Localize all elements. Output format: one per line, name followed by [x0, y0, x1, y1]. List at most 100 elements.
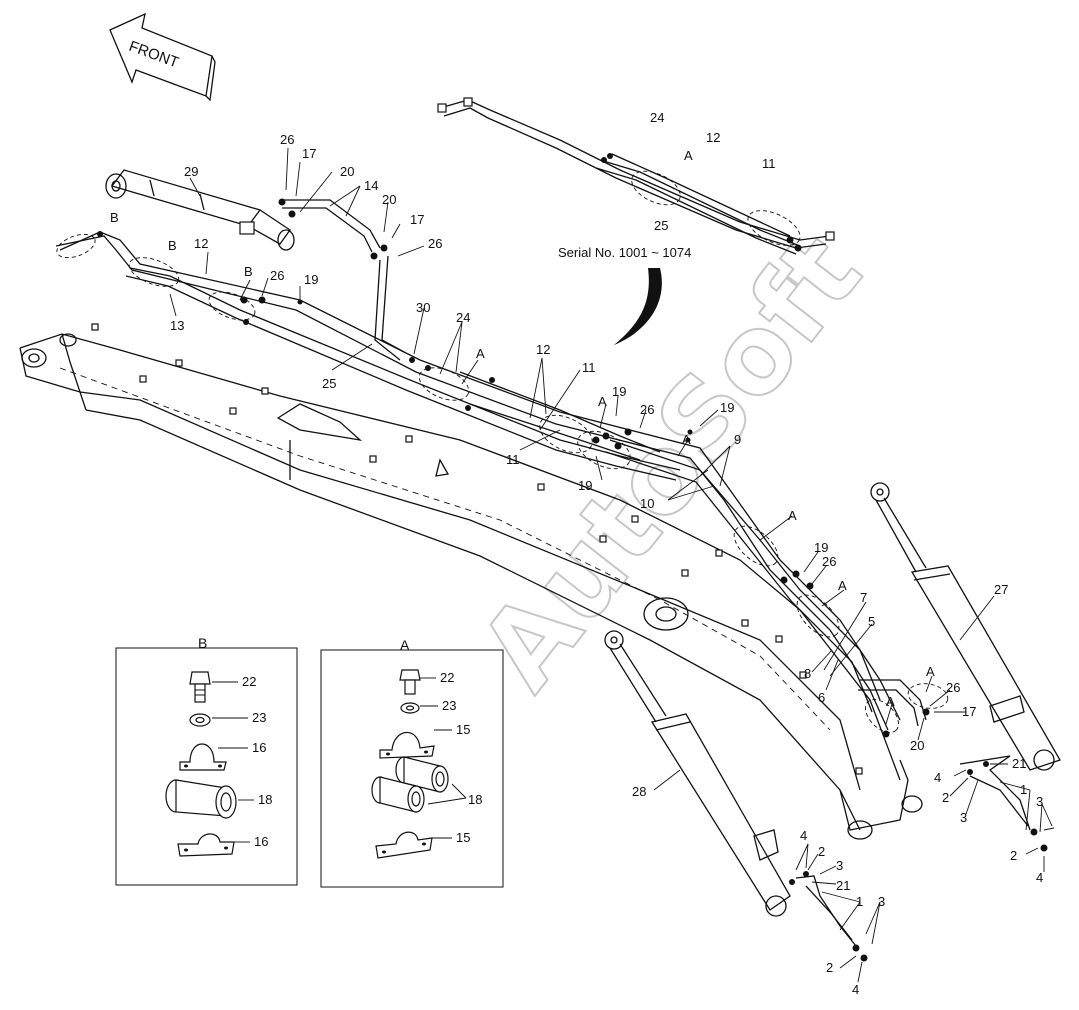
callout-label: B: [168, 238, 177, 253]
callout-label: 3: [960, 810, 967, 825]
detail-b-title: B: [198, 635, 207, 651]
callout-label: 29: [184, 164, 198, 179]
callout-label: 26: [946, 680, 960, 695]
callout-label: 26: [428, 236, 442, 251]
callout-label: 2: [826, 960, 833, 975]
callout-label: 26: [822, 554, 836, 569]
callout-label: 27: [994, 582, 1008, 597]
callout-label: A: [788, 508, 797, 523]
callout-label: 1: [856, 894, 863, 909]
callout-label: 26: [280, 132, 294, 147]
callout-label: 26: [270, 268, 284, 283]
callout-label: A: [926, 664, 935, 679]
callout-label: 19: [304, 272, 318, 287]
callout-label: 12: [194, 236, 208, 251]
callout-label: 19: [720, 400, 734, 415]
callout-label: 4: [1036, 870, 1043, 885]
callout-label: 13: [170, 318, 184, 333]
boom-structure: [19, 323, 923, 840]
serial-arrow-icon: [614, 268, 662, 345]
callout-label: 3: [836, 858, 843, 873]
bolt-icon: [189, 671, 211, 703]
callout-label: 12: [706, 130, 720, 145]
callout-label: 19: [578, 478, 592, 493]
detail-a-callout: 18: [468, 792, 482, 807]
clamp-half-icon: [179, 743, 227, 771]
clamp-half-icon: [379, 731, 435, 759]
callout-label: 20: [382, 192, 396, 207]
callout-label: B: [244, 264, 253, 279]
cylinder-28: [604, 630, 791, 917]
front-arrow-icon: FRONT: [109, 12, 216, 102]
detail-b-callout: 22: [242, 674, 256, 689]
leader-lines: [169, 147, 1053, 983]
detail-markers: [56, 170, 949, 733]
callout-label: A: [476, 346, 485, 361]
callout-label: 4: [934, 770, 941, 785]
callout-label: 3: [1036, 794, 1043, 809]
cylinder-27: [870, 482, 1061, 771]
detail-b-callout: 23: [252, 710, 266, 725]
callout-label: 19: [814, 540, 828, 555]
hose-set-right: [959, 755, 1055, 852]
callout-label: 4: [800, 828, 807, 843]
bolt-icon: [399, 669, 421, 695]
callout-label: A: [682, 432, 691, 447]
detail-a-title: A: [400, 637, 410, 653]
callout-label: 17: [962, 704, 976, 719]
callout-label: 24: [456, 310, 470, 325]
detail-a-box: A 22 23 15 18: [320, 637, 504, 888]
callout-label: A: [684, 148, 693, 163]
detail-a-callout: 23: [442, 698, 456, 713]
callout-label: 21: [836, 878, 850, 893]
serial-note: Serial No. 1001 ~ 1074: [558, 245, 691, 260]
callout-label: 3: [878, 894, 885, 909]
clamp-half-icon: [177, 833, 235, 857]
callout-label: 21: [1012, 756, 1026, 771]
callout-label: 26: [640, 402, 654, 417]
callout-label: 30: [416, 300, 430, 315]
top-pipe-set: [437, 97, 835, 255]
callout-label: A: [838, 578, 847, 593]
rubber-bushing-icon: [165, 779, 237, 819]
detail-b-callout: 18: [258, 792, 272, 807]
callout-label: 17: [410, 212, 424, 227]
detail-a-callout: 22: [440, 670, 454, 685]
callout-label: 11: [582, 360, 596, 375]
callout-labels: 26 17 20 14 20 17 26 29 B B 12 B 26 19 1…: [110, 110, 1043, 997]
hose-set-lower: [789, 871, 868, 962]
clamp-half-icon: [375, 831, 433, 859]
boom-pipe-lines: [55, 199, 927, 731]
detail-b-callout: 16: [252, 740, 266, 755]
callout-label: 2: [818, 844, 825, 859]
callout-label: A: [598, 394, 607, 409]
callout-label: 20: [340, 164, 354, 179]
callout-label: 19: [612, 384, 626, 399]
front-label: FRONT: [127, 38, 181, 72]
callout-label: 10: [640, 496, 654, 511]
callout-label: A: [886, 694, 895, 709]
detail-a-callout: 15: [456, 722, 470, 737]
callout-label: 11: [762, 156, 776, 171]
callout-label: 4: [852, 982, 859, 997]
callout-label: 24: [650, 110, 664, 125]
callout-label: 25: [322, 376, 336, 391]
callout-label: B: [110, 210, 119, 225]
detail-b-box: B 22 23 16 18 16: [115, 635, 298, 886]
callout-label: 5: [868, 614, 875, 629]
callout-label: 20: [910, 738, 924, 753]
cylinder-29: [105, 169, 295, 251]
callout-label: 1: [1020, 782, 1027, 797]
callout-label: 2: [942, 790, 949, 805]
callout-label: 28: [632, 784, 646, 799]
callout-label: 12: [536, 342, 550, 357]
detail-b-callout: 16: [254, 834, 268, 849]
callout-label: 8: [804, 666, 811, 681]
fittings: [97, 198, 930, 738]
callout-label: 2: [1010, 848, 1017, 863]
rubber-bushing-icon: [371, 756, 449, 813]
callout-label: 6: [818, 690, 825, 705]
callout-label: 17: [302, 146, 316, 161]
